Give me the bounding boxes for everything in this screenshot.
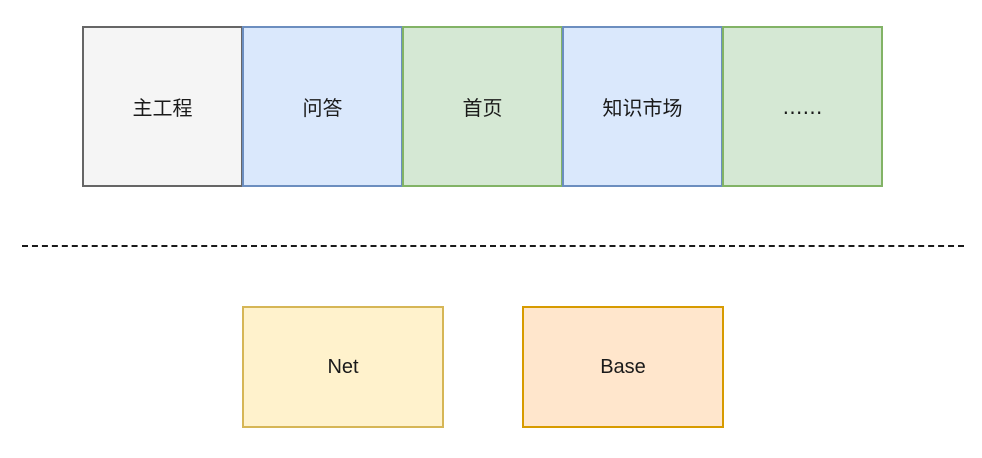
module-label: 知识市场: [602, 96, 683, 120]
module-box-knowledge-market: 知识市场: [562, 26, 723, 187]
layer-divider-dashed-line: [22, 245, 964, 247]
module-label: Base: [600, 355, 646, 378]
module-label: Net: [327, 355, 359, 378]
module-label: ……: [782, 94, 823, 119]
module-label: 问答: [302, 96, 343, 120]
module-label: 首页: [462, 96, 503, 120]
module-box-home: 首页: [402, 26, 563, 187]
module-box-qa: 问答: [242, 26, 403, 187]
module-box-more: ……: [722, 26, 883, 187]
module-box-base: Base: [522, 306, 724, 428]
module-box-main-project: 主工程: [82, 26, 243, 187]
module-box-net: Net: [242, 306, 444, 428]
module-label: 主工程: [132, 96, 193, 120]
